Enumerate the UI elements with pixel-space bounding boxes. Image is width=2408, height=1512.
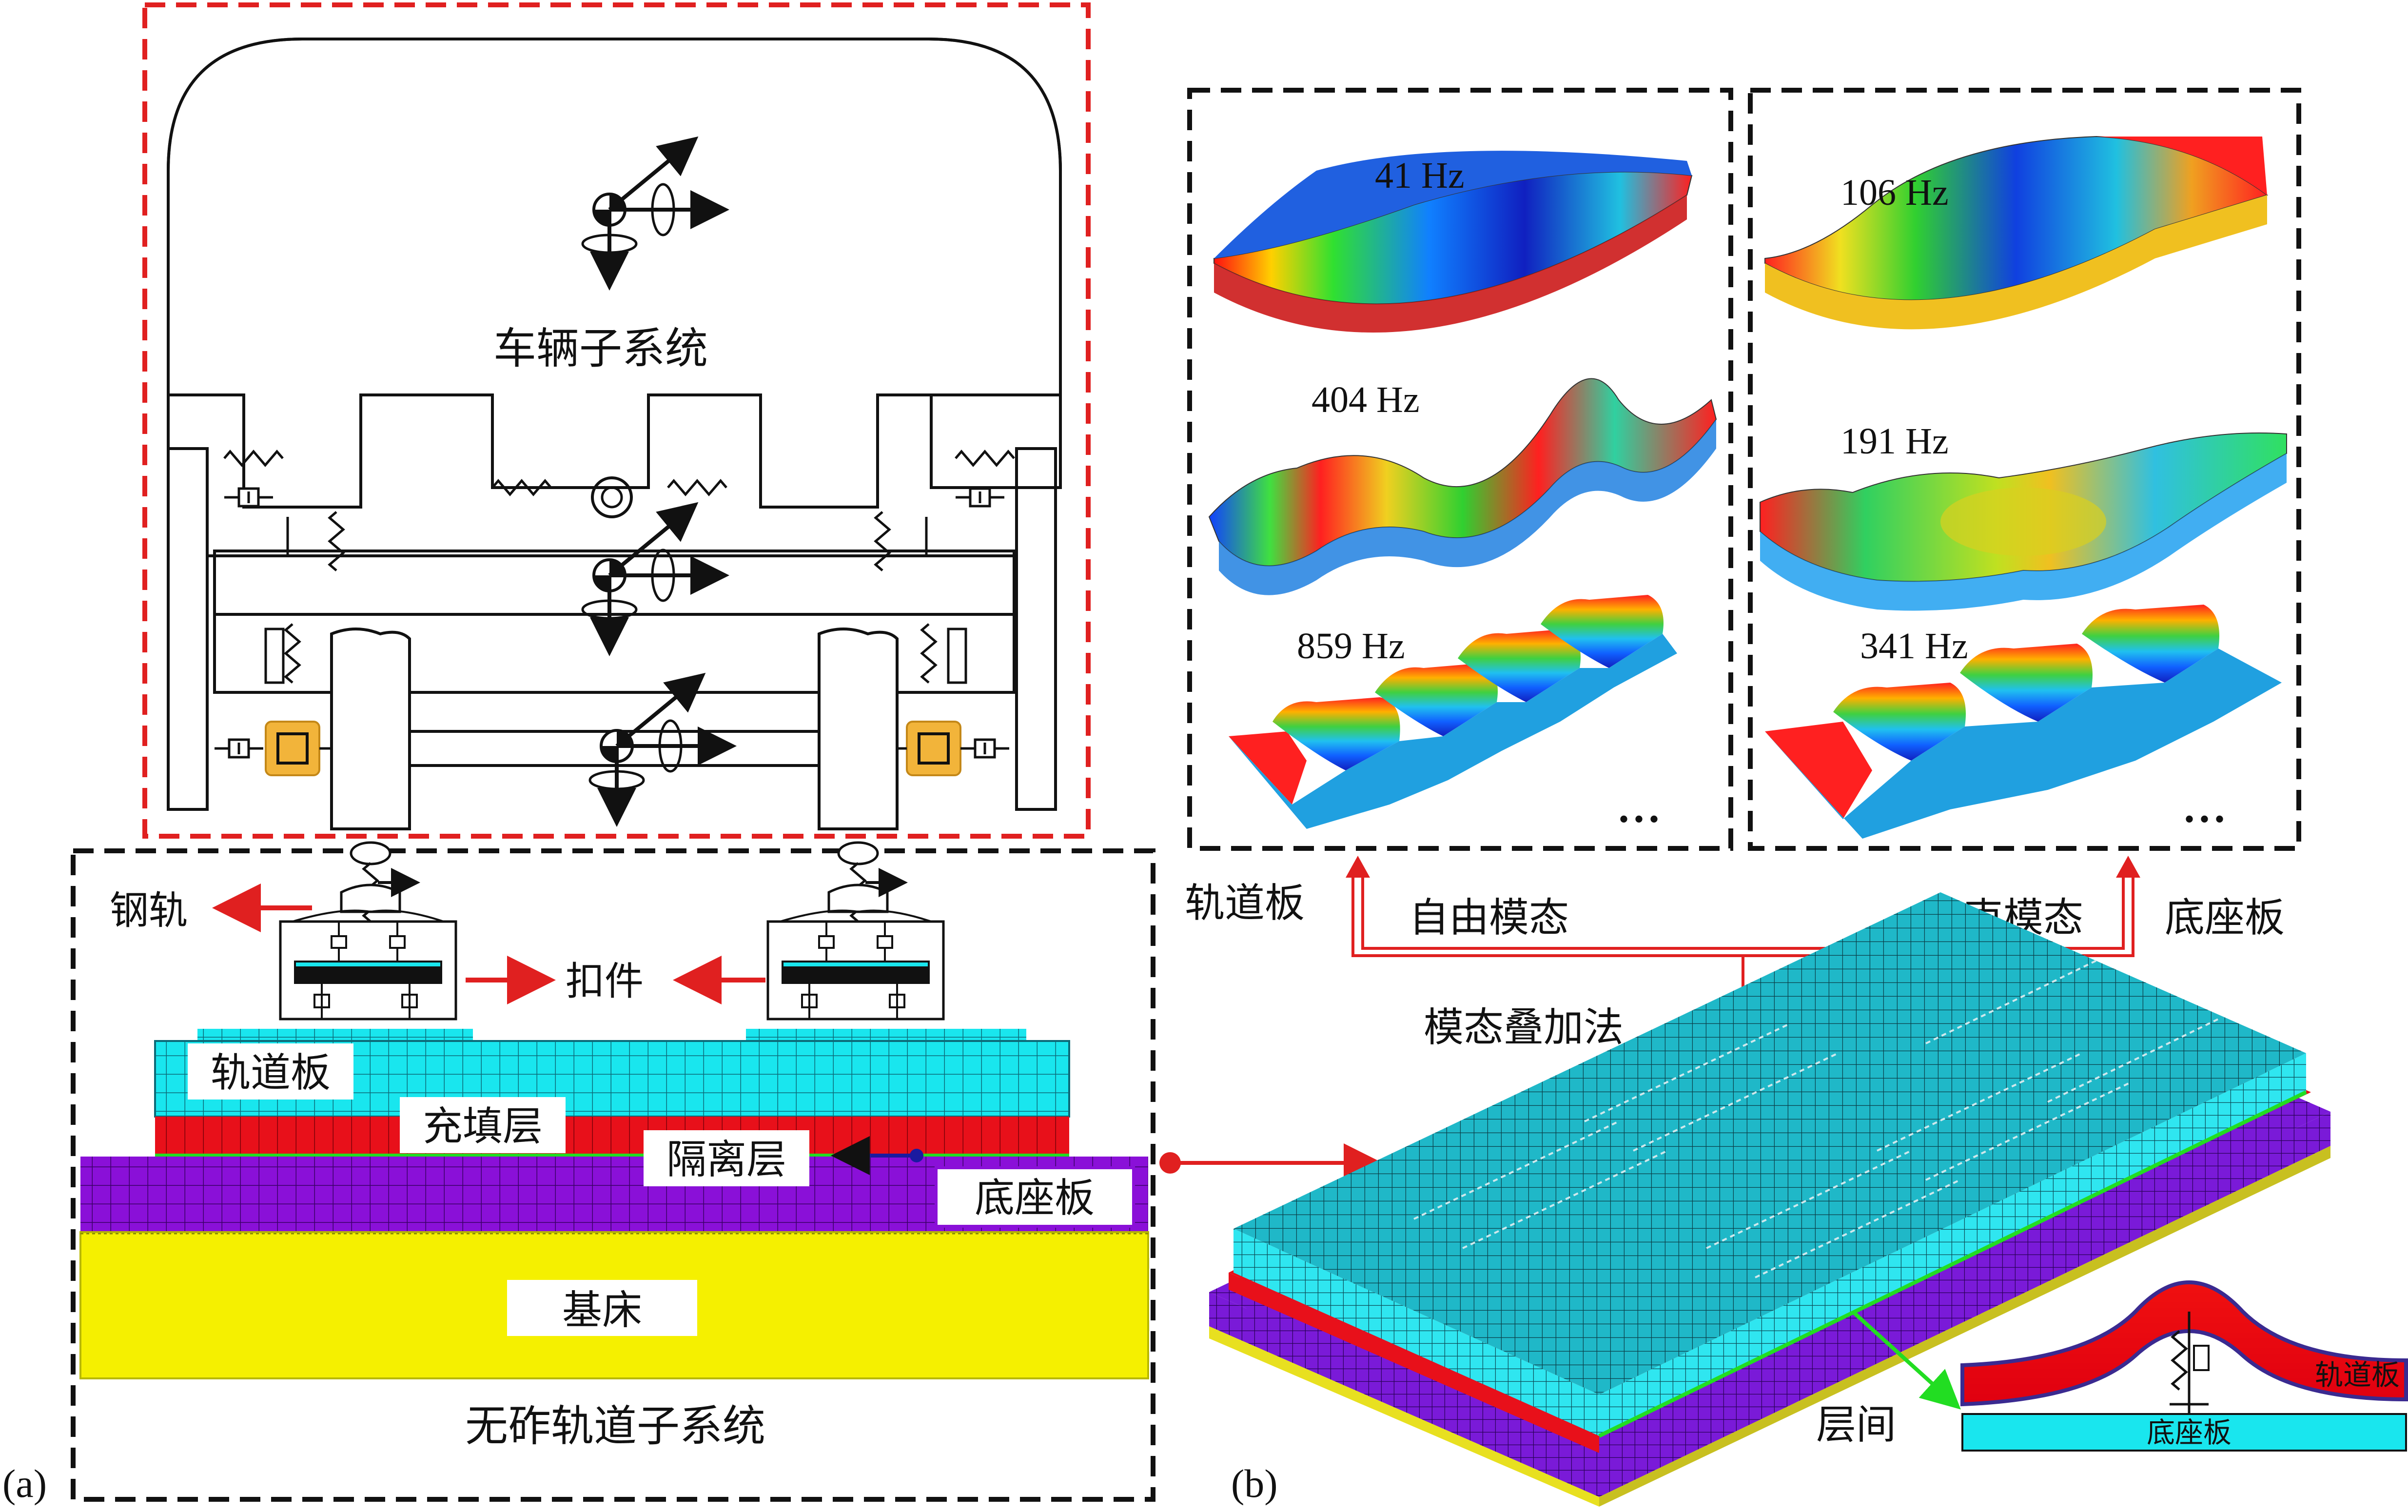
dof-bogie-icon [583,507,722,648]
fastener-left [280,922,456,1019]
track-subsystem-label: 无砟轨道子系统 [465,1401,765,1451]
free-mode-frame [1187,88,1733,851]
rail-label: 钢轨 [110,888,188,933]
vehicle-subsystem-frame [142,2,1091,839]
interlayer-arrow [1851,1310,1961,1410]
filling-layer-label: 充填层 [423,1103,543,1150]
inset-track-slab-label: 轨道板 [2315,1358,2400,1392]
car-body [167,38,1062,509]
constrained-mode-2-freq: 191 Hz [1840,421,1949,462]
base-plate-label: 底座板 [975,1175,1095,1221]
panel-b-caption: (b) [1231,1461,1278,1506]
interlayer-label: 层间 [1816,1402,1896,1448]
fastener-label: 扣件 [566,959,644,1004]
free-mode-3-shape [1229,595,1677,829]
free-mode-3-freq: 859 Hz [1297,626,1405,667]
wheel-left [330,628,411,830]
free-mode-2-freq: 404 Hz [1312,379,1420,420]
track-subsystem-frame [71,848,1155,1502]
dof-carbody-icon [583,141,722,283]
free-mode-ellipsis: ••• [1619,803,1664,835]
b-track-slab-label: 轨道板 [1185,880,1305,926]
bogie-frame [213,550,1016,694]
constrained-mode-3-freq: 341 Hz [1860,626,1968,667]
constrained-mode-frame [1748,88,2301,851]
free-mode-label: 自由模态 [1409,895,1569,941]
fastener-right [768,922,943,1019]
constrained-mode-1-freq: 106 Hz [1840,172,1949,213]
wheel-rail-contact-right [827,841,889,922]
b-base-plate-label: 底座板 [2165,895,2285,941]
constrained-mode-2-shape [1760,432,2287,611]
inset-base-plate-label: 底座板 [2147,1416,2232,1449]
constrained-mode-ellipsis: ••• [2184,803,2230,835]
torsion-spring [591,476,633,518]
interlayer-inset [1960,1280,2408,1452]
filling-layer [155,1117,1069,1156]
axle-box-right [906,721,961,776]
free-mode-1-shape [1214,151,1693,333]
free-mode-1-freq: 41 Hz [1375,155,1465,196]
superposition-label: 模态叠加法 [1424,1004,1624,1051]
isolation-layer-label: 隔离层 [666,1137,786,1183]
subgrade-label: 基床 [562,1287,642,1334]
axle-box-left [265,721,320,776]
wheel-rail-contact-left [340,841,401,922]
interlayer-line [1598,1090,2307,1438]
fe-mesh-model [1209,892,2330,1507]
constrained-mode-3-shape [1765,605,2282,839]
vehicle-subsystem-label: 车辆子系统 [493,323,708,373]
wheel-right [818,628,899,830]
constrained-mode-1-shape [1764,136,2269,330]
track-slab-label: 轨道板 [211,1050,331,1096]
free-mode-2-shape [1208,378,1717,595]
panel-a-caption: (a) [2,1461,47,1506]
